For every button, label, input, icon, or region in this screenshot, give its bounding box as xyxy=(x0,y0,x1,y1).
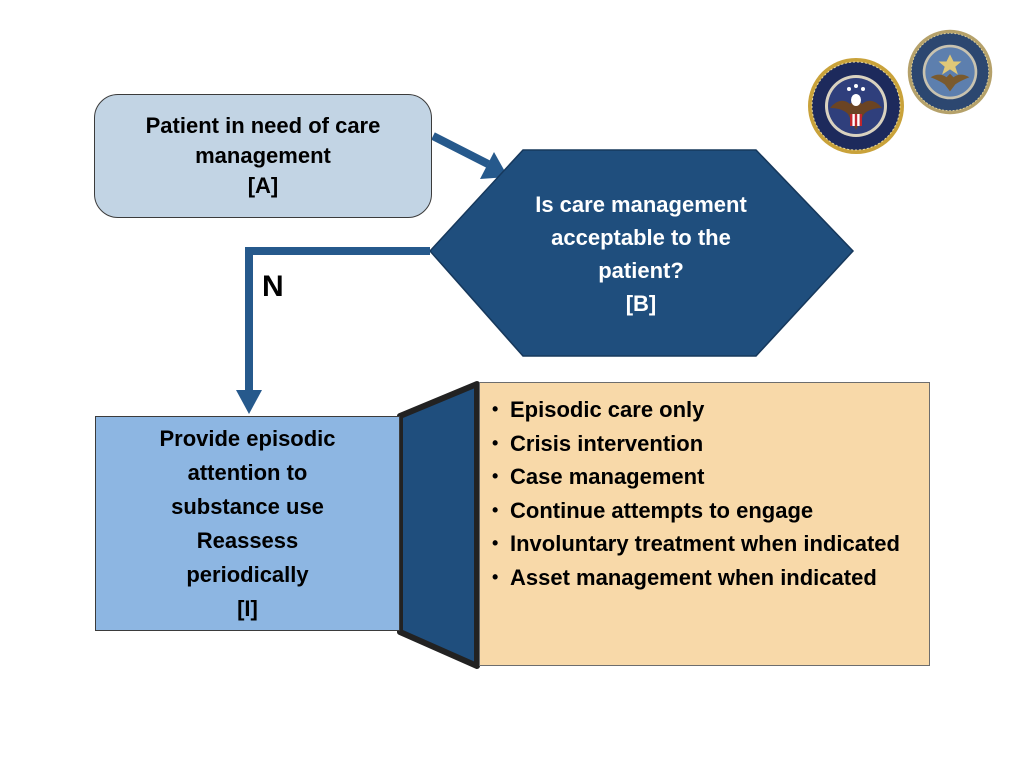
step-a-line-2: management xyxy=(195,143,331,168)
bullet-icon: • xyxy=(492,399,499,419)
step-i-box: Provide episodic attention to substance … xyxy=(95,416,400,631)
option-label: Episodic care only xyxy=(510,397,705,422)
step-i-line-2: attention to xyxy=(187,459,308,485)
decision-hexagon xyxy=(428,149,855,357)
bullet-icon: • xyxy=(492,432,499,453)
options-list-box: • Episodic care only • Crisis intervention… xyxy=(479,382,930,666)
bullet-icon: • xyxy=(492,499,499,520)
option-label: Continue attempts to engage xyxy=(510,497,814,523)
option-label: Crisis intervention xyxy=(510,430,704,456)
step-i-line-3: substance use xyxy=(171,493,324,519)
bullet-icon: • xyxy=(492,466,499,486)
option-item: • Case management xyxy=(490,460,921,494)
option-item: • Episodic care only xyxy=(490,393,921,427)
decision-b-text: Is care management acceptable to the pat… xyxy=(478,188,804,320)
decision-b-line-3: patient? xyxy=(598,258,684,283)
option-item: • Asset management when indicated xyxy=(490,561,921,595)
step-i-line-6: [I] xyxy=(237,595,258,621)
arrow-no-branch-line xyxy=(245,247,430,392)
dod-seal-icon xyxy=(907,29,993,115)
no-branch-label: N xyxy=(262,270,284,303)
arrow-no-branch-head xyxy=(236,390,262,414)
arrow-a-to-b-shaft xyxy=(431,132,490,168)
connector-trapezoid xyxy=(397,381,480,669)
va-seal-icon xyxy=(808,58,904,154)
step-i-line-5: periodically xyxy=(186,561,309,587)
step-a-box: Patient in need of care management [A] xyxy=(94,94,432,218)
decision-b-line-4: [B] xyxy=(625,291,657,316)
option-label: Asset management when indicated xyxy=(510,564,877,590)
decision-b-line-1: Is care management xyxy=(535,192,747,217)
options-list: • Episodic care only • Crisis intervention… xyxy=(490,393,921,594)
bullet-icon: • xyxy=(492,566,499,587)
step-a-line-1: Patient in need of care xyxy=(145,113,381,138)
bullet-icon: • xyxy=(492,533,499,553)
step-i-line-4: Reassess xyxy=(196,527,299,553)
decision-b-line-2: acceptable to the xyxy=(551,225,731,250)
option-label: Involuntary treatment when indicated xyxy=(510,531,900,556)
step-i-line-1: Provide episodic xyxy=(159,425,336,451)
option-item: • Continue attempts to engage xyxy=(490,494,921,528)
arrow-a-to-b-head xyxy=(480,152,508,179)
option-item: • Involuntary treatment when indicated xyxy=(490,527,921,561)
option-item: • Crisis intervention xyxy=(490,427,921,461)
step-a-line-3: [A] xyxy=(247,173,279,198)
option-label: Case management xyxy=(510,464,705,489)
